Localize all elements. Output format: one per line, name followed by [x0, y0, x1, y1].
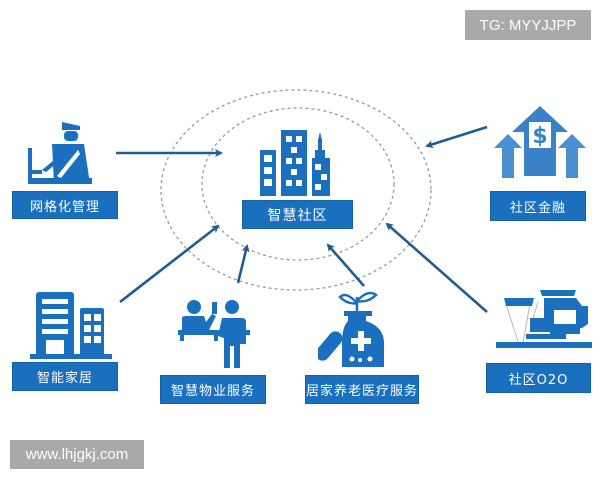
- tea-set-icon: [496, 290, 592, 349]
- watermark-text: www.lhjgkj.com: [25, 446, 129, 463]
- outer-dashed-ring: [160, 89, 432, 291]
- reception-counter-icon: [178, 300, 250, 368]
- inner-dashed-ring: [201, 107, 395, 261]
- node-community-o2o-label-box: 社区O2O: [486, 363, 591, 393]
- center-label-box: 智慧社区: [242, 200, 353, 229]
- node-grid-management-label-box: 网格化管理: [12, 191, 118, 219]
- dollar-up-arrows-icon: $: [494, 106, 586, 178]
- node-community-finance-label-box: 社区金融: [490, 191, 586, 221]
- node-label: 社区金融: [509, 200, 566, 216]
- arrow-smart-home: [119, 224, 220, 304]
- apartment-buildings-icon: [30, 292, 112, 359]
- node-label: 智慧物业服务: [170, 384, 255, 399]
- arrow-community-finance: [425, 125, 488, 149]
- center-label: 智慧社区: [267, 207, 328, 224]
- node-smart-property-label-box: 智慧物业服务: [160, 375, 266, 404]
- arrow-community-o2o: [385, 222, 488, 313]
- city-buildings-icon: [260, 130, 330, 196]
- node-label: 居家养老医疗服务: [306, 384, 419, 399]
- node-label: 智能家居: [36, 371, 93, 386]
- node-smart-home-label-box: 智能家居: [12, 362, 118, 391]
- watermark-top-right: TG: MYYJJPP: [465, 10, 591, 40]
- node-label: 网格化管理: [29, 199, 100, 215]
- node-elderly-medical-label-box: 居家养老医疗服务: [305, 375, 419, 404]
- medicine-bottle-plant-icon: [318, 291, 384, 367]
- arrow-elderly-medical: [326, 243, 365, 287]
- watermark-bottom-left: www.lhjgkj.com: [10, 440, 144, 469]
- watermark-text: TG: MYYJJPP: [479, 16, 577, 34]
- guard-at-desk-icon: [28, 122, 92, 184]
- svg-text:$: $: [532, 124, 547, 149]
- arrow-smart-property: [236, 244, 250, 284]
- node-label: 社区O2O: [508, 372, 569, 388]
